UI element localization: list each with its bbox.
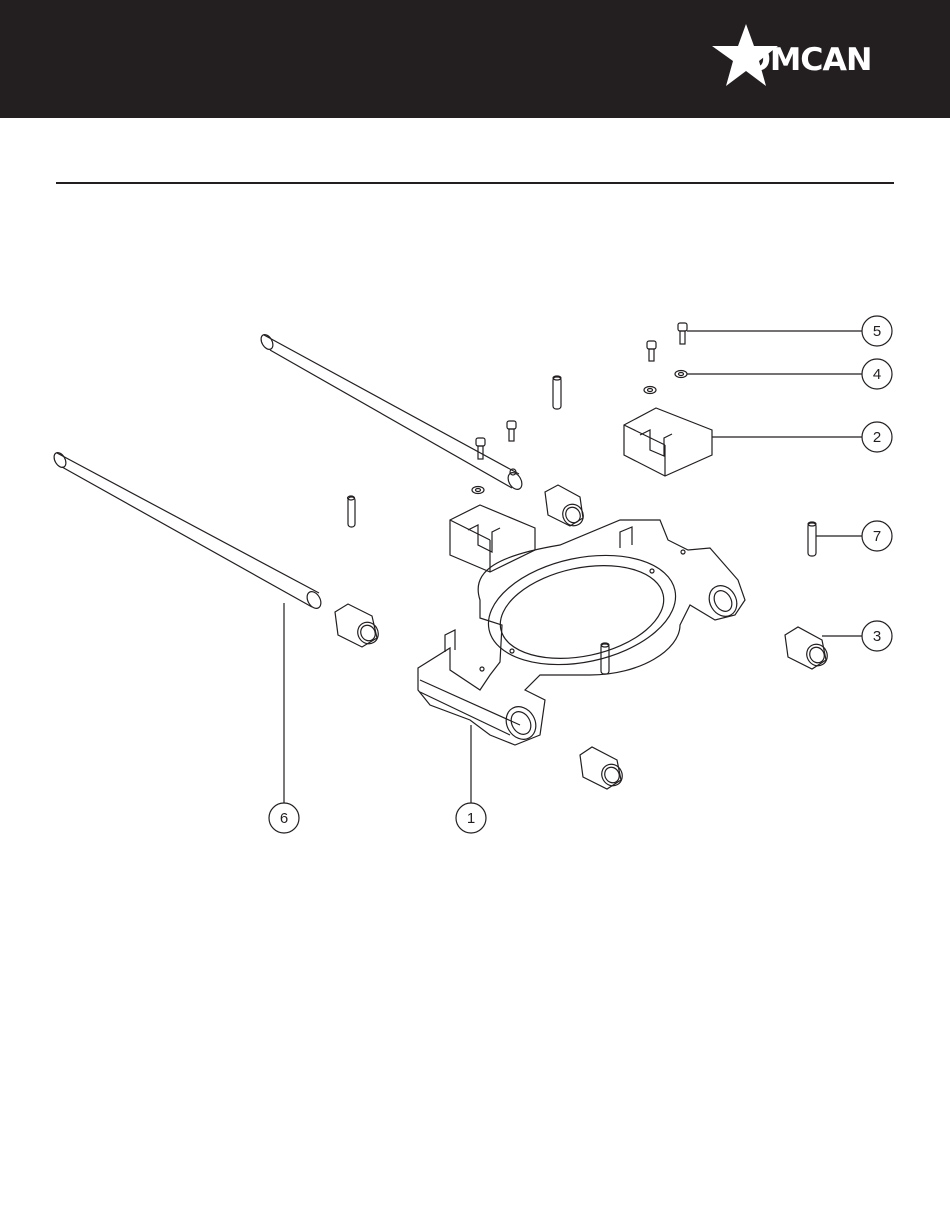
washer-part-4 <box>675 371 687 378</box>
callout-2: 2 <box>862 422 892 452</box>
callout-3-label: 3 <box>873 628 881 645</box>
rod-upper <box>259 333 525 492</box>
bushing-part-3 <box>785 627 831 670</box>
exploded-parts-diagram: 5 4 2 7 3 6 1 <box>0 300 950 860</box>
clamp-body-part-1 <box>418 520 745 745</box>
screw-rod-1 <box>507 421 516 441</box>
callout-1: 1 <box>456 803 486 833</box>
bushing-upper <box>545 485 587 530</box>
rod-part-6 <box>52 451 324 611</box>
v-block-lower <box>450 505 535 572</box>
pin-left <box>348 496 356 527</box>
leader-lines <box>284 331 862 803</box>
callout-6: 6 <box>269 803 299 833</box>
washer-upper <box>644 387 656 394</box>
callout-5-label: 5 <box>873 323 881 340</box>
screw-upper-2 <box>647 341 656 361</box>
callout-3: 3 <box>862 621 892 651</box>
pin-part-7 <box>808 522 816 556</box>
callout-1-label: 1 <box>467 810 475 827</box>
screw-rod-2 <box>476 438 485 459</box>
bushing-lower <box>580 747 626 790</box>
bushing-left <box>335 604 382 648</box>
callout-7: 7 <box>862 521 892 551</box>
screw-part-5 <box>678 323 687 344</box>
callout-7-label: 7 <box>873 528 881 545</box>
callout-4: 4 <box>862 359 892 389</box>
callout-6-label: 6 <box>280 810 288 827</box>
header-bar: OMCAN <box>0 0 950 118</box>
header-divider <box>56 182 894 184</box>
callout-4-label: 4 <box>873 366 881 383</box>
brand-logo-text: OMCAN <box>744 42 871 78</box>
pin-center <box>553 376 561 409</box>
v-block-part-2 <box>624 408 712 476</box>
washer-rod <box>472 487 484 494</box>
callout-5: 5 <box>862 316 892 346</box>
callout-2-label: 2 <box>873 429 881 446</box>
